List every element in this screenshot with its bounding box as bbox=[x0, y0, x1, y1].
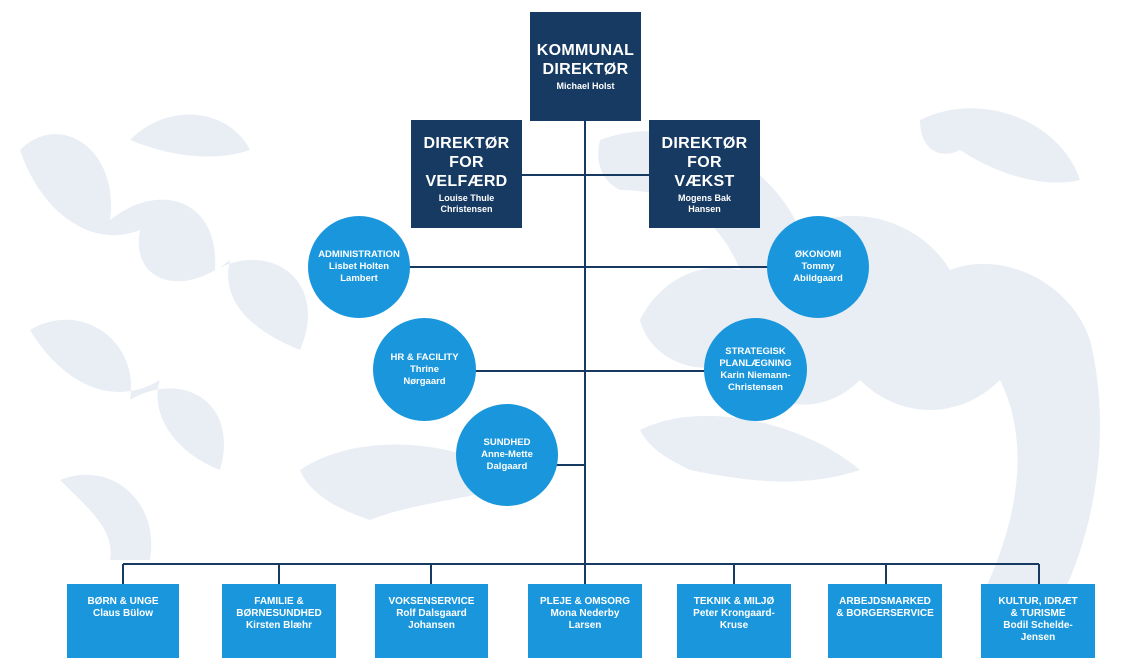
director-welfare-name: Louise Thule Christensen bbox=[438, 192, 495, 214]
staff-health: SUNDHED Anne-Mette Dalgaard bbox=[456, 404, 558, 506]
director-welfare-box: DIREKTØR FOR VELFÆRD Louise Thule Christ… bbox=[411, 120, 522, 228]
unit-voksenservice: VOKSENSERVICE Rolf Dalsgaard Johansen bbox=[375, 584, 488, 658]
unit-label: VOKSENSERVICE Rolf Dalsgaard Johansen bbox=[388, 596, 475, 631]
director-growth-box: DIREKTØR FOR VÆKST Mogens Bak Hansen bbox=[649, 120, 760, 228]
unit-teknik-miljo: TEKNIK & MILJØ Peter Krongaard- Kruse bbox=[677, 584, 791, 658]
unit-label: BØRN & UNGE Claus Bülow bbox=[87, 596, 159, 619]
unit-label: PLEJE & OMSORG Mona Nederby Larsen bbox=[539, 596, 630, 631]
director-welfare-title: DIREKTØR FOR VELFÆRD bbox=[423, 134, 510, 190]
ceo-title: KOMMUNAL DIREKTØR bbox=[536, 42, 635, 78]
unit-arbejdsmarked-borgerservice: ARBEJDSMARKED & BORGERSERVICE bbox=[828, 584, 942, 658]
unit-kultur-idraet-turisme: KULTUR, IDRÆT & TURISME Bodil Schelde- J… bbox=[981, 584, 1095, 658]
unit-label: TEKNIK & MILJØ Peter Krongaard- Kruse bbox=[693, 596, 775, 631]
ceo-box: KOMMUNAL DIREKTØR Michael Holst bbox=[530, 12, 641, 121]
unit-label: FAMILIE & BØRNESUNDHED Kirsten Blæhr bbox=[236, 596, 322, 631]
unit-born-unge: BØRN & UNGE Claus Bülow bbox=[67, 584, 179, 658]
staff-administration: ADMINISTRATION Lisbet Holten Lambert bbox=[308, 216, 410, 318]
director-growth-title: DIREKTØR FOR VÆKST bbox=[661, 134, 748, 190]
unit-label: ARBEJDSMARKED & BORGERSERVICE bbox=[836, 596, 934, 619]
staff-hr-facility: HR & FACILITY Thrine Nørgaard bbox=[373, 318, 476, 421]
director-growth-name: Mogens Bak Hansen bbox=[677, 192, 731, 214]
staff-economy: ØKONOMI Tommy Abildgaard bbox=[767, 216, 869, 318]
unit-familie-bornesundhed: FAMILIE & BØRNESUNDHED Kirsten Blæhr bbox=[222, 584, 336, 658]
ceo-name: Michael Holst bbox=[556, 81, 615, 91]
staff-strategic-planning: STRATEGISK PLANLÆGNING Karin Niemann- Ch… bbox=[704, 318, 807, 421]
unit-label: KULTUR, IDRÆT & TURISME Bodil Schelde- J… bbox=[998, 596, 1078, 643]
unit-pleje-omsorg: PLEJE & OMSORG Mona Nederby Larsen bbox=[528, 584, 642, 658]
